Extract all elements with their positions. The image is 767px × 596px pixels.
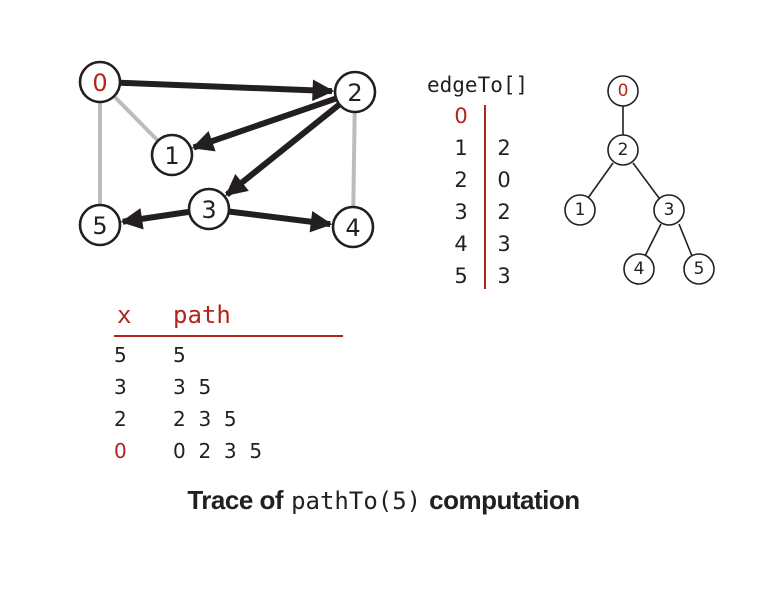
- tree-edge-3-4: [644, 223, 662, 257]
- graph-node-2-label: 2: [347, 79, 362, 107]
- trace-row-1-x: 3: [114, 375, 127, 399]
- tree-node-5: 5: [683, 253, 715, 285]
- trace-table: x path 5 5 3 3 5 2 2 3 5 0 0 2 3 5: [114, 301, 343, 463]
- tree-node-1: 1: [564, 194, 596, 226]
- tree-edges: [587, 104, 693, 257]
- tree-edge-2-3: [632, 162, 660, 199]
- edge-to-title: edgeTo[]: [427, 73, 528, 97]
- edge-to-index-3: 3: [454, 200, 467, 224]
- graph-node-5: 5: [78, 203, 122, 247]
- parent-link-tree: 0 2 1 3 4 5: [564, 75, 715, 285]
- graph-node-2: 2: [333, 70, 377, 114]
- graph-node-1-circle: [150, 133, 194, 177]
- graph-node-0: 0: [78, 60, 122, 104]
- trace-row-0-path: 5: [173, 343, 186, 367]
- graph-node-4: 4: [331, 205, 375, 249]
- tree-node-2-label: 2: [618, 140, 629, 160]
- edge-to-value-2: 0: [497, 168, 510, 192]
- graph-node-3-label: 3: [201, 196, 216, 224]
- trace-row-3-path: 0 2 3 5: [173, 439, 262, 463]
- edge-to-value-3: 2: [497, 200, 510, 224]
- edge-to-value-5: 3: [497, 264, 510, 288]
- edge-to-index-0: 0: [454, 104, 467, 128]
- tree-node-4: 4: [623, 253, 655, 285]
- tree-edge-3-5: [678, 223, 693, 257]
- edge-to-index-5: 5: [454, 264, 467, 288]
- edge-to-index-2: 2: [454, 168, 467, 192]
- graph-node-1-label: 1: [164, 142, 179, 170]
- tree-node-4-label: 4: [634, 259, 645, 279]
- edge-to-index-4: 4: [454, 232, 467, 256]
- graph-node-4-label: 4: [345, 214, 360, 242]
- graph-node-4-circle: [331, 205, 375, 249]
- tree-node-4-circle: [623, 253, 655, 285]
- graph-arrow-0-2: [120, 79, 335, 102]
- graph-arrow-3-5: [120, 208, 189, 230]
- tree-node-0-label: 0: [618, 81, 629, 101]
- caption-suffix: computation: [429, 485, 580, 515]
- tree-edge-2-1: [587, 162, 614, 199]
- graph-node-3: 3: [187, 187, 231, 231]
- graph-path-edges: [120, 79, 341, 233]
- tree-node-2: 2: [607, 134, 639, 166]
- graph: 0 1 2 3 4 5: [78, 60, 377, 249]
- graph-node-2-circle: [333, 70, 377, 114]
- tree-node-1-label: 1: [575, 200, 586, 220]
- graph-node-3-circle: [187, 187, 231, 231]
- graph-nodes: 0 1 2 3 4 5: [78, 60, 377, 249]
- trace-x-header: x: [117, 301, 131, 329]
- graph-node-0-label: 0: [92, 69, 107, 97]
- graph-node-0-circle: [78, 60, 122, 104]
- trace-row-2-path: 2 3 5: [173, 407, 237, 431]
- tree-node-0-circle: [607, 75, 639, 107]
- caption-code: pathTo(5): [291, 487, 422, 515]
- graph-node-5-label: 5: [92, 212, 107, 240]
- tree-node-1-circle: [564, 194, 596, 226]
- graph-edge-2-4: [351, 91, 357, 228]
- tree-node-5-label: 5: [694, 259, 705, 279]
- trace-row-3-x: 0: [114, 439, 127, 463]
- edge-to-table: edgeTo[] 0 1 2 2 0 3 2 4 3 5 3: [427, 73, 528, 289]
- tree-node-0: 0: [607, 75, 639, 107]
- graph-node-5-circle: [78, 203, 122, 247]
- edge-to-index-1: 1: [454, 136, 467, 160]
- edge-to-value-1: 2: [497, 136, 510, 160]
- tree-node-2-circle: [607, 134, 639, 166]
- graph-arrow-2-3: [225, 102, 341, 197]
- graph-arrow-3-4: [229, 208, 333, 233]
- tree-node-3: 3: [653, 194, 685, 226]
- graph-arrow-2-1: [191, 95, 337, 152]
- graph-node-1: 1: [150, 133, 194, 177]
- tree-node-3-label: 3: [664, 200, 675, 220]
- trace-row-1-path: 3 5: [173, 375, 211, 399]
- edge-to-value-4: 3: [497, 232, 510, 256]
- trace-path-header: path: [173, 301, 231, 329]
- caption-prefix: Trace of: [187, 485, 284, 515]
- tree-node-5-circle: [683, 253, 715, 285]
- tree-node-3-circle: [653, 194, 685, 226]
- trace-row-0-x: 5: [114, 343, 127, 367]
- trace-row-2-x: 2: [114, 407, 127, 431]
